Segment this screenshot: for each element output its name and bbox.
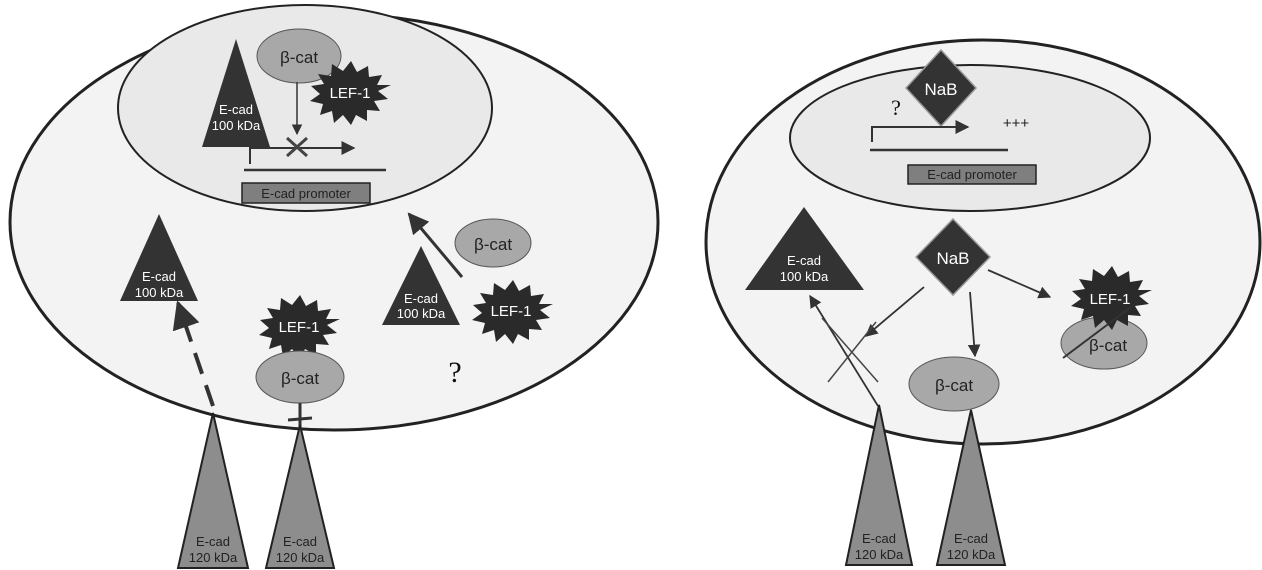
nab-arrow-to-lef1 (987, 269, 1052, 299)
lef1-star-complex (1071, 266, 1152, 330)
question-mark: ? (448, 356, 461, 389)
bcat-label: β-cat (281, 369, 319, 388)
question-mark: ? (891, 95, 901, 120)
tss-arrow-blocked (249, 141, 356, 164)
ecad-label: E-cad (404, 291, 438, 306)
ecad-100-kda-label: 100 kDa (212, 118, 261, 133)
lef1-label: LEF-1 (1090, 291, 1131, 308)
ecad-120-kda-label: 120 kDa (276, 550, 325, 565)
ecad-100-kda-label: 100 kDa (780, 269, 829, 284)
bcat-ellipse-nucleus (256, 28, 342, 84)
ecad-label: E-cad (196, 534, 230, 549)
ecad-100-triangle-nucleus (202, 39, 270, 147)
nab-label: NaB (936, 249, 969, 268)
bcat-link-tick (287, 416, 313, 422)
bcat-label: β-cat (474, 235, 512, 254)
left-nucleus (117, 4, 493, 212)
lef1-label: LEF-1 (491, 303, 532, 320)
nab-arrow-to-bcat (967, 291, 981, 358)
bcat-label: β-cat (280, 48, 318, 67)
ecad-120-kda-label: 120 kDa (947, 547, 996, 562)
cleavage-dashed-arrow (172, 300, 215, 407)
lef1-star-cytoplasm (259, 295, 340, 359)
promoter-label: E-cad promoter (261, 186, 351, 201)
bcat-ellipse-membrane (908, 356, 1000, 412)
promoter-label: E-cad promoter (927, 167, 1017, 182)
ecad-100-kda-label: 100 kDa (135, 285, 184, 300)
ecad-100-triangle-complex (382, 246, 460, 325)
promoter-box (241, 182, 371, 204)
ecad-120-kda-label: 120 kDa (855, 547, 904, 562)
promoter-box (907, 164, 1037, 185)
cleavage-arrow-blocked (809, 294, 879, 407)
left-panel: E-cad 100 kDa β-cat LEF-1 E-cad promoter… (8, 4, 660, 569)
ecad-100-triangle-cytoplasm (120, 214, 198, 301)
bcat-label: β-cat (935, 376, 973, 395)
nuclear-import-arrow (407, 212, 464, 278)
nab-diamond-cytoplasm (914, 217, 992, 297)
ecad-label: E-cad (283, 534, 317, 549)
bcat-label: β-cat (1089, 336, 1127, 355)
lef1-star-nucleus (310, 61, 391, 125)
right-panel: NaB ? +++ E-cad promoter NaB E-cad 100 k… (704, 38, 1262, 566)
upregulation-label: +++ (1003, 115, 1030, 132)
ecad-120-triangle-left-1 (176, 412, 250, 569)
ecad-120-triangle-left-2 (264, 424, 336, 569)
nab-arrow-to-cleavage (865, 286, 925, 337)
lef1-label: LEF-1 (330, 85, 371, 102)
lef1-star-complex (472, 280, 553, 344)
ecad-label: E-cad (954, 531, 988, 546)
ecad-label: E-cad (142, 269, 176, 284)
ecad-120-triangle-right-1 (844, 404, 914, 566)
right-nucleus (789, 64, 1151, 212)
block-cross-b (285, 136, 309, 158)
ecad-120-kda-label: 120 kDa (189, 550, 238, 565)
ecad-label: E-cad (787, 253, 821, 268)
lef1-label: LEF-1 (279, 319, 320, 336)
ecad-100-kda-label: 100 kDa (397, 306, 446, 321)
tss-arrow-active (871, 120, 970, 142)
block-cross-a (821, 317, 879, 383)
ecad-label: E-cad (862, 531, 896, 546)
complex-disruption-line (1062, 306, 1132, 359)
ecad-label: E-cad (219, 102, 253, 117)
block-cross-b (827, 321, 877, 383)
bcat-ellipse-free (454, 218, 532, 268)
ecad-100-triangle-cytoplasm (745, 207, 864, 290)
ecad-120-triangle-right-2 (935, 409, 1007, 566)
nab-label: NaB (924, 80, 957, 99)
